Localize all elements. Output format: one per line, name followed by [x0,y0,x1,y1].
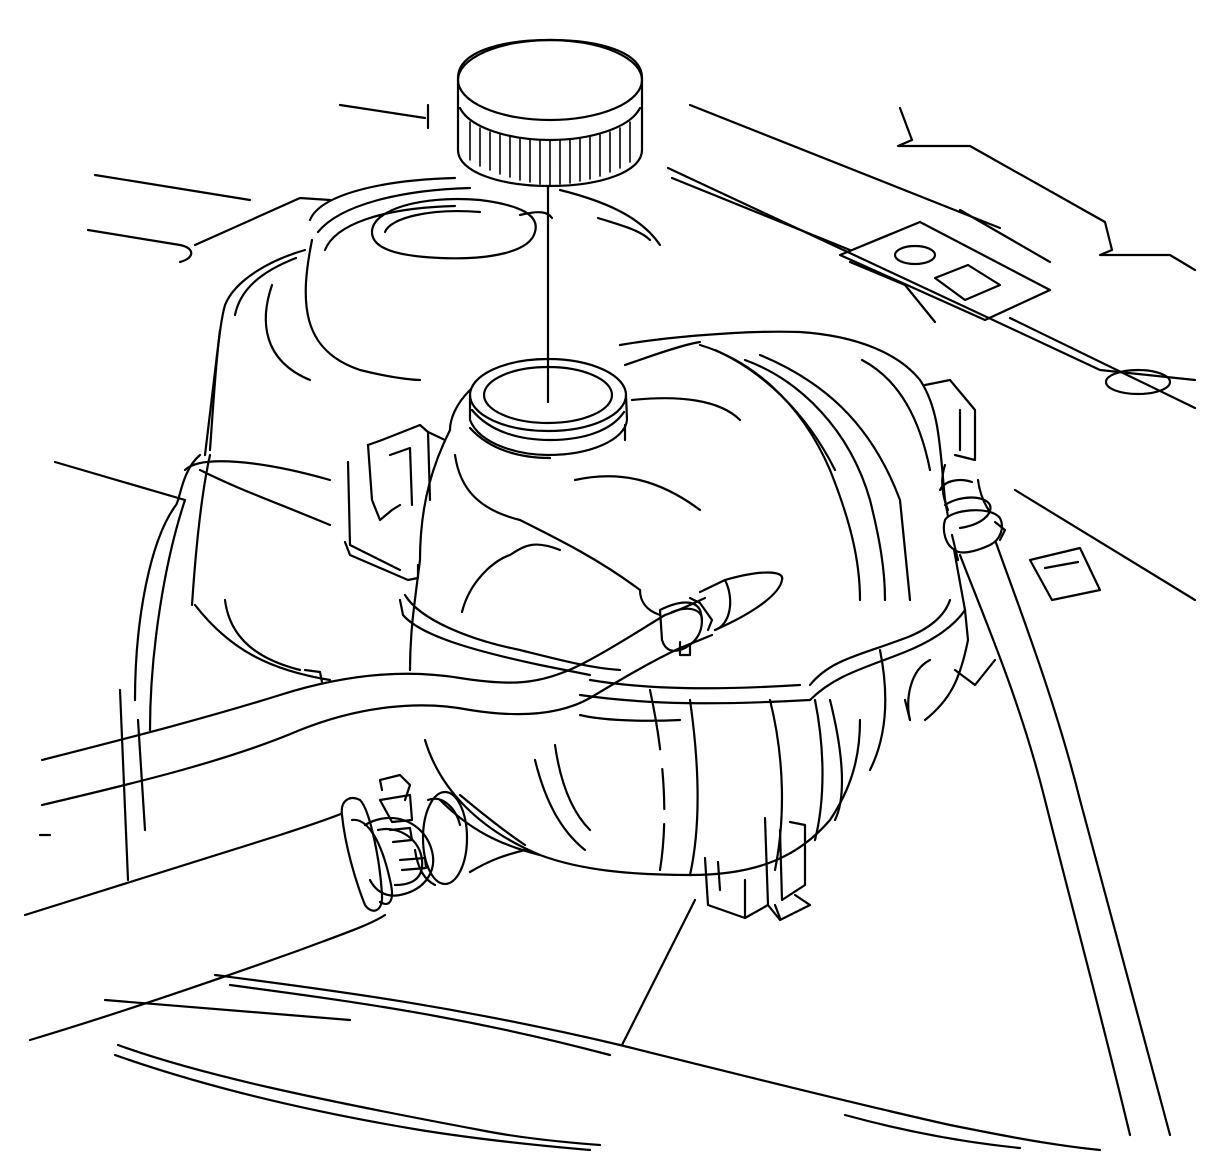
inlet-hose [40,571,784,807]
outlet-hose [23,793,1102,1152]
surge-tank-cap [456,38,644,404]
hose-clamp [340,773,469,912]
hose-clamp [658,596,714,657]
mounting-bracket [343,423,447,582]
surge-tank [118,176,662,882]
hose-clamp [938,479,1007,562]
body-panel [53,103,1197,687]
mounting-bracket [620,816,812,1047]
surge-tank [398,330,970,877]
mounting-bracket [838,220,1052,462]
